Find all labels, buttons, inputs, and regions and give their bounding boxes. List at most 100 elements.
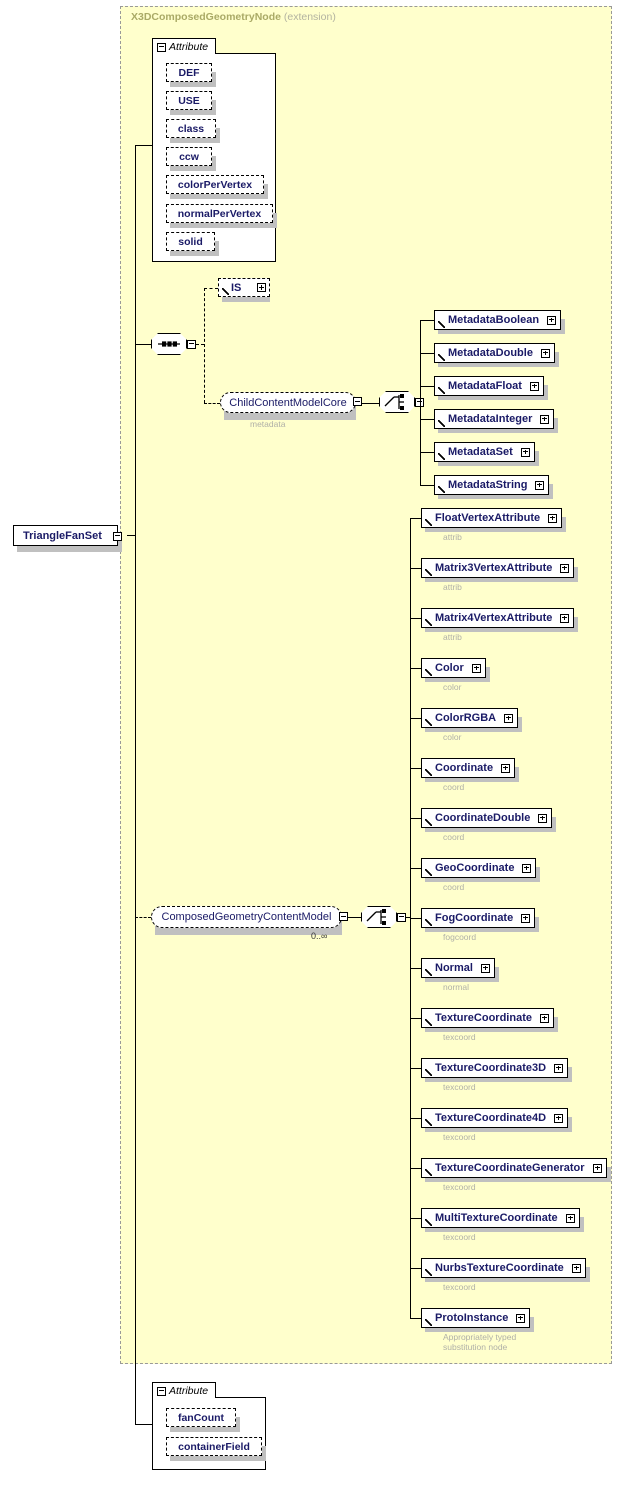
attribute-ccw[interactable]: ccw bbox=[166, 147, 212, 166]
expand-toggle-geocoordinate[interactable] bbox=[522, 863, 531, 873]
element-label: ColorRGBA bbox=[435, 712, 497, 724]
expand-toggle-metadatainteger[interactable] bbox=[540, 414, 549, 424]
expand-toggle-nurbstexturecoordinate[interactable] bbox=[572, 1263, 581, 1273]
element-texturecoordinate3d[interactable]: TextureCoordinate3D bbox=[421, 1058, 568, 1078]
expand-toggle-matrix3vertexattribute[interactable] bbox=[560, 563, 569, 573]
choice-icon bbox=[366, 909, 386, 925]
attribute-colorpervertex[interactable]: colorPerVertex bbox=[166, 175, 264, 194]
element-color[interactable]: Color bbox=[421, 658, 486, 678]
collapse-toggle-composedgeometry[interactable] bbox=[339, 912, 348, 921]
element-metadataset[interactable]: MetadataSet bbox=[434, 442, 535, 462]
connector-line bbox=[362, 402, 379, 404]
expand-toggle-coordinate[interactable] bbox=[501, 763, 510, 773]
collapse-toggle-metadata-choice[interactable] bbox=[415, 397, 424, 407]
element-caption: attrib bbox=[443, 632, 462, 642]
element-metadataboolean[interactable]: MetadataBoolean bbox=[434, 310, 561, 330]
attribute-label: fanCount bbox=[177, 1411, 225, 1424]
element-is[interactable]: IS bbox=[218, 278, 270, 297]
expand-toggle-color[interactable] bbox=[472, 663, 481, 673]
connector-line bbox=[410, 668, 421, 670]
attribute-panel-top-tab[interactable]: Attribute bbox=[152, 38, 216, 54]
element-label: ProtoInstance bbox=[435, 1312, 509, 1324]
element-matrix4vertexattribute[interactable]: Matrix4VertexAttribute bbox=[421, 608, 574, 628]
element-protoinstance[interactable]: ProtoInstance bbox=[421, 1308, 530, 1328]
element-texturecoordinate4d[interactable]: TextureCoordinate4D bbox=[421, 1108, 568, 1128]
connector-line bbox=[410, 868, 421, 870]
element-label: MetadataString bbox=[448, 479, 528, 491]
connector-line bbox=[410, 968, 421, 970]
connector-line bbox=[410, 568, 421, 570]
attribute-panel-bottom-tab[interactable]: Attribute bbox=[152, 1382, 216, 1398]
expand-toggle-fogcoordinate[interactable] bbox=[521, 913, 530, 923]
expand-toggle-metadataset[interactable] bbox=[521, 447, 530, 457]
connector-line bbox=[348, 917, 361, 919]
expand-toggle-texturecoordinate4d[interactable] bbox=[554, 1113, 563, 1123]
connector-line-dashed bbox=[204, 287, 218, 289]
element-label: TextureCoordinateGenerator bbox=[435, 1162, 585, 1174]
model-group-childcontentmodelcore[interactable]: ChildContentModelCore bbox=[220, 392, 356, 413]
element-coordinate[interactable]: Coordinate bbox=[421, 758, 515, 778]
attribute-panel-bottom-label: Attribute bbox=[169, 1384, 209, 1397]
element-caption: texcoord bbox=[443, 1082, 476, 1092]
element-metadatainteger[interactable]: MetadataInteger bbox=[434, 409, 554, 429]
element-texturecoordinate[interactable]: TextureCoordinate bbox=[421, 1008, 554, 1028]
attribute-solid[interactable]: solid bbox=[166, 232, 215, 251]
expand-toggle-metadatadouble[interactable] bbox=[541, 348, 550, 358]
element-metadatafloat[interactable]: MetadataFloat bbox=[434, 376, 544, 396]
expand-toggle-protoinstance[interactable] bbox=[516, 1313, 525, 1323]
element-multitexturecoordinate[interactable]: MultiTextureCoordinate bbox=[421, 1208, 580, 1228]
attribute-def[interactable]: DEF bbox=[166, 63, 212, 82]
choice-connector-metadata[interactable] bbox=[379, 391, 424, 416]
element-coordinatedouble[interactable]: CoordinateDouble bbox=[421, 808, 552, 828]
attribute-normalpervertex[interactable]: normalPerVertex bbox=[166, 204, 273, 223]
expand-toggle-coordinatedouble[interactable] bbox=[538, 813, 547, 823]
element-metadatadouble[interactable]: MetadataDouble bbox=[434, 343, 555, 363]
caption-line: texcoord bbox=[443, 1182, 476, 1192]
expand-toggle-texturecoordinategenerator[interactable] bbox=[593, 1163, 602, 1173]
expand-toggle-is[interactable] bbox=[257, 283, 266, 292]
collapse-toggle-childcontentmodelcore[interactable] bbox=[353, 397, 362, 406]
collapse-toggle-sequence[interactable] bbox=[187, 339, 196, 349]
expand-toggle-texturecoordinate3d[interactable] bbox=[554, 1063, 563, 1073]
substitution-arrow-icon bbox=[425, 1168, 433, 1176]
expand-toggle-multitexturecoordinate[interactable] bbox=[566, 1213, 575, 1223]
attribute-use[interactable]: USE bbox=[166, 91, 212, 110]
expand-toggle-texturecoordinate[interactable] bbox=[540, 1013, 549, 1023]
expand-toggle-metadatafloat[interactable] bbox=[530, 381, 539, 391]
occurrence-composedgeometry: 0..∞ bbox=[311, 931, 328, 941]
attribute-fancount[interactable]: fanCount bbox=[166, 1408, 236, 1427]
expand-toggle-colorrgba[interactable] bbox=[504, 713, 513, 723]
element-normal[interactable]: Normal bbox=[421, 958, 495, 978]
element-nurbstexturecoordinate[interactable]: NurbsTextureCoordinate bbox=[421, 1258, 586, 1278]
connector-line bbox=[420, 419, 434, 421]
attribute-containerfield[interactable]: containerField bbox=[166, 1437, 262, 1456]
sequence-connector[interactable] bbox=[151, 333, 196, 358]
collapse-toggle-attributes-top[interactable] bbox=[157, 42, 166, 52]
expand-toggle-matrix4vertexattribute[interactable] bbox=[560, 613, 569, 623]
element-label: MetadataSet bbox=[448, 446, 513, 458]
collapse-toggle-root[interactable] bbox=[113, 531, 122, 541]
attribute-label: DEF bbox=[178, 66, 200, 79]
expand-toggle-floatvertexattribute[interactable] bbox=[548, 513, 557, 523]
substitution-arrow-icon bbox=[438, 419, 446, 427]
expand-toggle-metadatastring[interactable] bbox=[535, 480, 544, 490]
collapse-toggle-attributes-bottom[interactable] bbox=[157, 1386, 166, 1396]
model-group-composedgeometrycontentmodel[interactable]: ComposedGeometryContentModel bbox=[151, 906, 342, 928]
expand-toggle-metadataboolean[interactable] bbox=[547, 315, 556, 325]
expand-toggle-normal[interactable] bbox=[481, 963, 490, 973]
element-metadatastring[interactable]: MetadataString bbox=[434, 475, 549, 495]
choice-connector-geometry[interactable] bbox=[361, 906, 406, 931]
element-matrix3vertexattribute[interactable]: Matrix3VertexAttribute bbox=[421, 558, 574, 578]
element-texturecoordinategenerator[interactable]: TextureCoordinateGenerator bbox=[421, 1158, 607, 1178]
element-label: MultiTextureCoordinate bbox=[435, 1212, 558, 1224]
element-fogcoordinate[interactable]: FogCoordinate bbox=[421, 908, 535, 928]
element-geocoordinate[interactable]: GeoCoordinate bbox=[421, 858, 536, 878]
attribute-class[interactable]: class bbox=[166, 119, 216, 138]
caption-line: texcoord bbox=[443, 1232, 476, 1242]
element-colorrgba[interactable]: ColorRGBA bbox=[421, 708, 518, 728]
collapse-toggle-geometry-choice[interactable] bbox=[397, 912, 406, 922]
attribute-label: ccw bbox=[179, 150, 199, 163]
element-floatvertexattribute[interactable]: FloatVertexAttribute bbox=[421, 508, 562, 528]
connector-line bbox=[410, 1018, 421, 1020]
element-trianglefanset[interactable]: TriangleFanSet bbox=[13, 525, 122, 546]
